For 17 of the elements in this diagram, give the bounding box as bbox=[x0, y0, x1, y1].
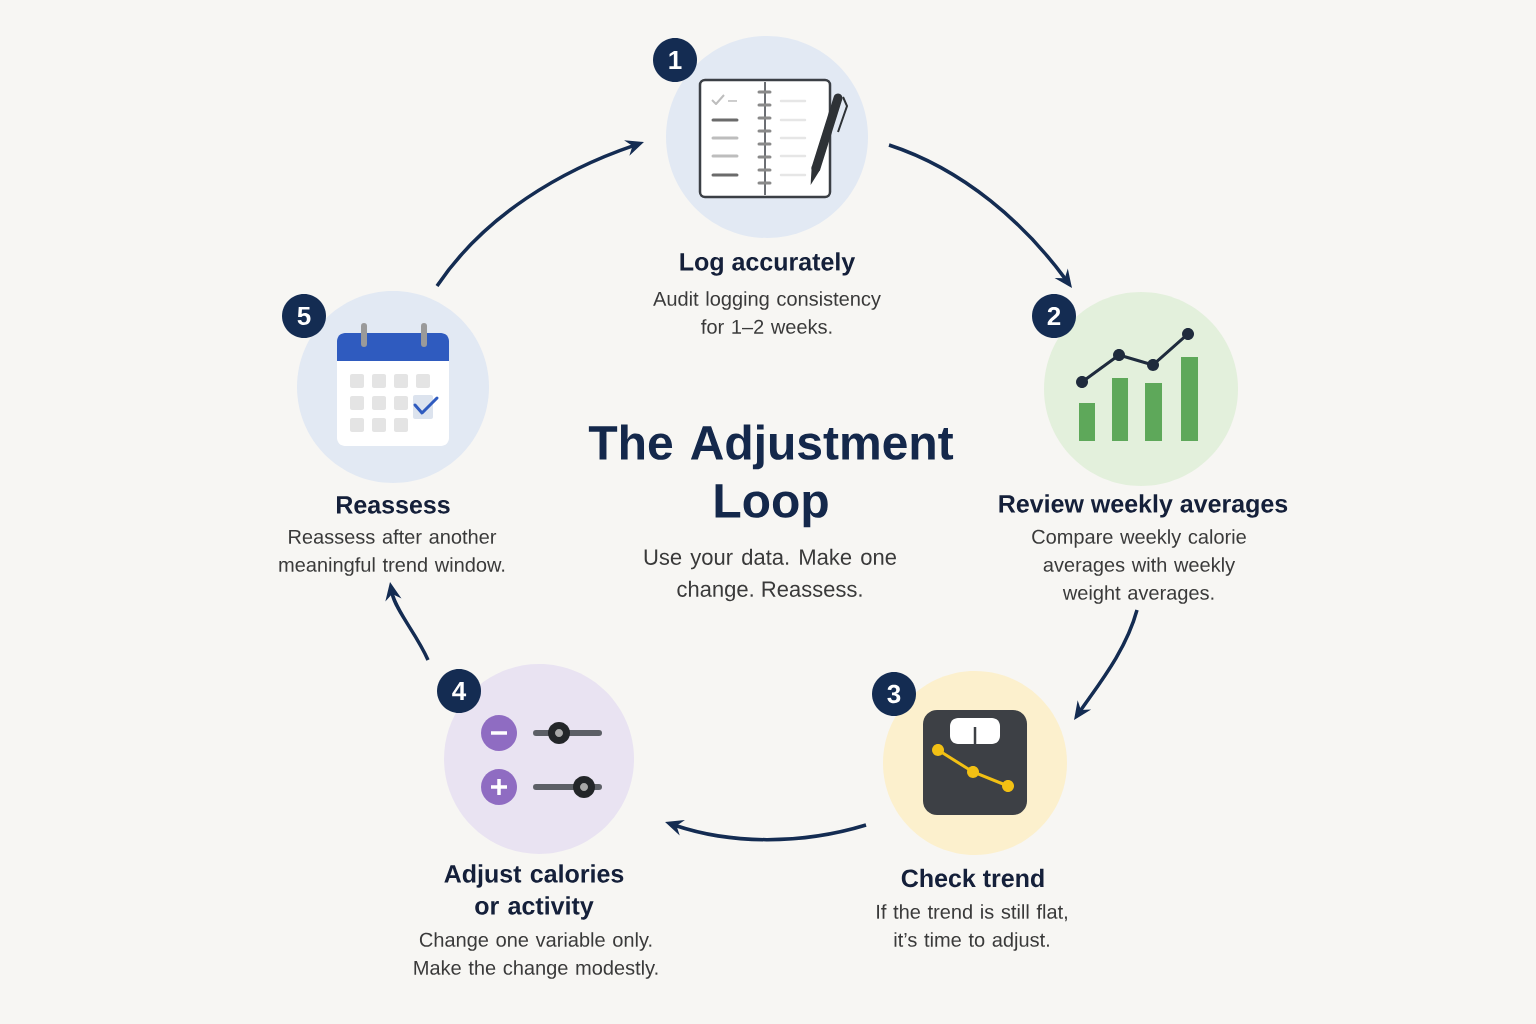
number-badge: 1 bbox=[653, 38, 697, 82]
step-heading: Review weekly averages bbox=[999, 494, 1288, 518]
step-heading: Log accurately bbox=[680, 252, 856, 276]
step-heading: Check trend bbox=[901, 868, 1044, 888]
number-badge: 2 bbox=[1032, 294, 1076, 338]
step-description: Reassess after another meaningful trend window. bbox=[279, 529, 505, 576]
step-description: Compare weekly calorie averages with weekly weight averages. bbox=[1032, 529, 1246, 604]
number-badge: 3 bbox=[872, 672, 916, 716]
number-badge: 5 bbox=[282, 294, 326, 338]
step-description: If the trend is still flat, it’s time to adjust. bbox=[877, 904, 1067, 951]
step-heading: Reassess bbox=[337, 496, 450, 514]
number-badge: 4 bbox=[437, 669, 481, 713]
step-description: Audit logging consistency for 1–2 weeks. bbox=[653, 291, 881, 334]
subtitle: Use your data. Make one change. Reassess. bbox=[644, 548, 896, 602]
step-heading: Adjust calories or activity bbox=[444, 864, 624, 920]
step-description: Change one variable only. Make the change modestly. bbox=[414, 932, 658, 979]
title: The Adjustment Loop bbox=[588, 424, 954, 528]
